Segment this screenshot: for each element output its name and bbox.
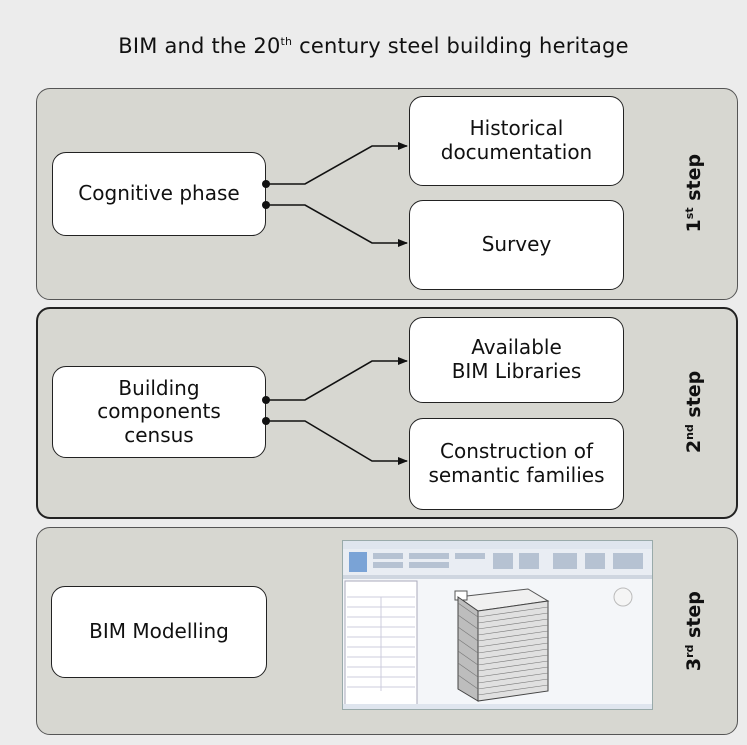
step-1-label: 1st step <box>682 153 706 233</box>
bim-model-illustration <box>343 541 652 709</box>
diagram-title: BIM and the 20th century steel building … <box>118 34 629 58</box>
historical-documentation-box: Historical documentation <box>409 96 624 186</box>
step-2-label: 2nd step <box>682 370 706 454</box>
bim-software-screenshot <box>342 540 653 710</box>
semantic-families-box: Construction of semantic families <box>409 418 624 510</box>
bim-modelling-box: BIM Modelling <box>51 586 267 678</box>
survey-box: Survey <box>409 200 624 290</box>
cognitive-phase-box: Cognitive phase <box>52 152 266 236</box>
available-bim-libraries-box: Available BIM Libraries <box>409 317 624 403</box>
building-components-census-box: Building components census <box>52 366 266 458</box>
step-3-label: 3rd step <box>682 591 706 672</box>
